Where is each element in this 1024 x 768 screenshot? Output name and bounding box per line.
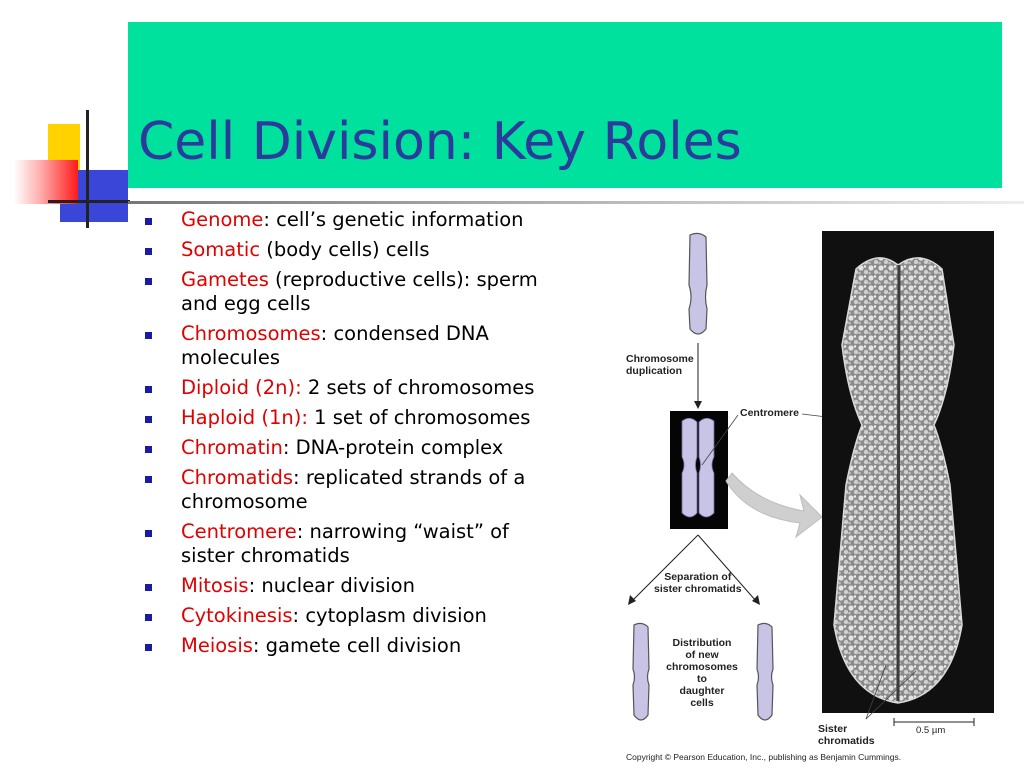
bullet-term: Genome — [181, 208, 264, 231]
bullet-term: Gametes — [181, 268, 269, 291]
bullet-term: Cytokinesis — [181, 604, 293, 627]
daughter-chromosome-right — [756, 622, 774, 721]
bullet-item-centromere: Centromere: narrowing “waist” of sister … — [145, 520, 545, 568]
bullet-text: (reproductive cells): sperm and egg cell… — [181, 268, 538, 315]
bullet-item-chromatids: Chromatids: replicated strands of a chro… — [145, 466, 545, 514]
slide-title: Cell Division: Key Roles — [138, 112, 742, 172]
bullet-text: : cell’s genetic information — [263, 208, 524, 231]
chromosome-top-shape — [688, 232, 708, 335]
label-separation: Separation of sister chromatids — [654, 571, 742, 595]
label-line: duplication — [626, 365, 682, 377]
bullet-text: 2 sets of chromosomes — [301, 376, 535, 399]
label-line: Separation of — [664, 571, 732, 583]
label-chromosome-duplication: Chromosome duplication — [626, 353, 694, 377]
decor-horizontal-line — [48, 200, 130, 203]
bullet-list: Genome: cell’s genetic information Somat… — [145, 208, 545, 664]
label-line: to — [697, 673, 707, 685]
bullet-item-chromatin: Chromatin: DNA-protein complex — [145, 436, 545, 460]
label-line: sister chromatids — [654, 583, 742, 595]
bullet-term: Diploid (2n): — [181, 376, 302, 399]
label-line: cells — [690, 697, 714, 709]
bullet-text: : nuclear division — [248, 574, 415, 597]
bullet-item-genome: Genome: cell’s genetic information — [145, 208, 545, 232]
bullet-term: Centromere — [181, 520, 297, 543]
decor-red-block — [14, 160, 78, 204]
bullet-item-somatic: Somatic (body cells) cells — [145, 238, 545, 262]
label-centromere: Centromere — [740, 407, 799, 419]
zoom-arrow-icon — [725, 472, 823, 539]
label-distribution: Distribution of new chromosomes to daugh… — [660, 637, 744, 709]
bullet-text: : cytoplasm division — [292, 604, 487, 627]
label-line: chromatids — [818, 735, 875, 747]
bullet-text: 1 set of chromosomes — [307, 406, 531, 429]
bullet-text: : replicated strands of a chromosome — [181, 466, 526, 513]
label-line: daughter — [679, 685, 725, 697]
label-line: of new — [685, 649, 719, 661]
bullet-item-mitosis: Mitosis: nuclear division — [145, 574, 545, 598]
bullet-text: : DNA-protein complex — [282, 436, 504, 459]
bullet-term: Chromosomes — [181, 322, 321, 345]
label-line: chromosomes — [666, 661, 738, 673]
title-divider — [128, 201, 1024, 204]
decor-vertical-line — [86, 110, 89, 228]
bullet-term: Somatic — [181, 238, 261, 261]
bullet-text: : gamete cell division — [252, 634, 462, 657]
bullet-item-haploid: Haploid (1n): 1 set of chromosomes — [145, 406, 545, 430]
bullet-item-cytokinesis: Cytokinesis: cytoplasm division — [145, 604, 545, 628]
bullet-text: : narrowing “waist” of sister chromatids — [181, 520, 509, 567]
title-band — [128, 22, 1002, 188]
label-scale: 0.5 µm — [916, 725, 946, 736]
bullet-term: Haploid (1n): — [181, 406, 308, 429]
copyright-notice: Copyright © Pearson Education, Inc., pub… — [626, 752, 902, 762]
label-line: Sister — [818, 723, 848, 735]
label-line: Distribution — [672, 637, 732, 649]
bullet-term: Chromatin — [181, 436, 283, 459]
bullet-item-chromosomes: Chromosomes: condensed DNA molecules — [145, 322, 545, 370]
bullet-item-gametes: Gametes (reproductive cells): sperm and … — [145, 268, 545, 316]
bullet-item-meiosis: Meiosis: gamete cell division — [145, 634, 545, 658]
bullet-term: Meiosis — [181, 634, 253, 657]
bullet-text: (body cells) cells — [260, 238, 430, 261]
daughter-chromosome-left — [632, 622, 650, 721]
label-sister-chromatids: Sister chromatids — [818, 723, 875, 747]
label-line: Chromosome — [626, 353, 694, 365]
bullet-text: : condensed DNA molecules — [181, 322, 489, 369]
chromosome-figure — [628, 231, 994, 726]
bullet-item-diploid: Diploid (2n): 2 sets of chromosomes — [145, 376, 545, 400]
bullet-term: Mitosis — [181, 574, 249, 597]
bullet-term: Chromatids — [181, 466, 294, 489]
